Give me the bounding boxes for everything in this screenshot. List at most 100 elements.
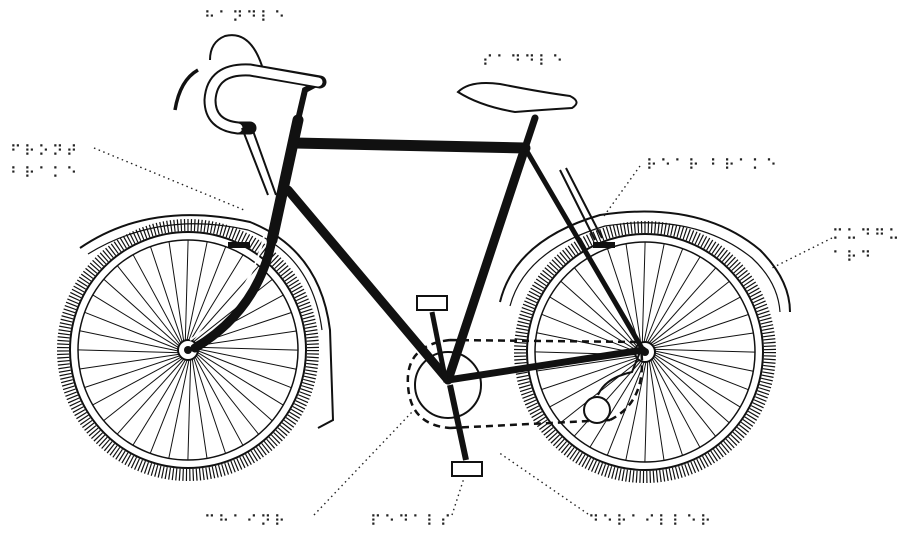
chainring <box>414 351 482 419</box>
front-wheel <box>57 219 319 481</box>
spoke <box>116 265 182 347</box>
leader-mudguard <box>771 237 833 269</box>
rear-mudguard <box>499 210 791 313</box>
handlebar-highlight <box>205 65 323 133</box>
spoke <box>149 246 184 345</box>
label-pedals: ⠏⠑⠙⠁⠇⠎ <box>370 512 454 530</box>
spoke <box>79 353 182 370</box>
crank-arm-down <box>447 384 469 461</box>
spoke <box>132 254 183 346</box>
crank-arm-up <box>429 311 449 383</box>
spoke <box>192 355 227 454</box>
rear-mudguard-inner <box>509 222 781 313</box>
spoke <box>643 243 665 345</box>
spoke <box>195 346 299 351</box>
spoke <box>194 330 297 347</box>
spoke <box>149 357 189 454</box>
spoke <box>649 357 684 456</box>
label-handlebar: ⠓⠁⠝⠙⠇⠑ <box>204 8 288 26</box>
seatpost <box>521 114 539 152</box>
spoke <box>84 311 181 351</box>
spoke <box>541 313 638 353</box>
spoke <box>589 359 645 448</box>
front-brake-caliper <box>228 242 250 248</box>
spoke <box>116 357 186 435</box>
label-front-brake-line1: ⠋⠗⠕⠝⠞ <box>10 142 80 160</box>
spoke <box>193 354 244 446</box>
rear-derailleur-arm <box>597 351 641 396</box>
label-derailleur: ⠙⠑⠗⠁⠊⠇⠇⠑⠗ <box>588 512 714 530</box>
spoke <box>652 354 730 424</box>
label-mudguard-line2: ⠁⠗⠙ <box>832 248 874 266</box>
label-rear-brake: ⠗⠑⠁⠗ ⠃⠗⠁⠅⠑ <box>646 156 780 174</box>
spoke <box>560 280 638 350</box>
front-wheel-spokes <box>77 239 299 461</box>
spoke <box>194 353 260 435</box>
spoke <box>77 349 181 354</box>
spoke <box>84 354 183 389</box>
spoke <box>647 267 717 345</box>
spoke <box>103 278 181 348</box>
label-mudguard-line1: ⠍⠥⠙⠛⠥ <box>832 226 902 244</box>
spoke <box>651 332 754 349</box>
spoke <box>648 358 665 461</box>
brake-cable <box>173 68 199 111</box>
spoke <box>644 248 684 345</box>
spoke <box>168 357 190 459</box>
rear-brake-caliper <box>593 242 615 248</box>
spoke <box>195 349 292 389</box>
leader-rear-brake <box>603 165 641 217</box>
spoke <box>541 356 640 391</box>
spoke <box>641 241 646 345</box>
spoke <box>188 254 244 343</box>
front-fork-outline <box>189 235 265 341</box>
spoke <box>191 356 208 459</box>
spoke <box>652 352 741 408</box>
spoke <box>606 359 646 456</box>
spoke <box>195 348 297 370</box>
spoke <box>625 359 647 461</box>
leader-pedals <box>451 477 465 516</box>
spoke <box>650 356 701 448</box>
leader-chainring <box>313 411 413 516</box>
label-front-brake-line2: ⠃⠗⠁⠅⠑ <box>10 164 80 182</box>
spoke <box>644 359 649 463</box>
front-fork <box>190 235 277 353</box>
spoke <box>625 243 642 346</box>
spoke <box>606 248 641 347</box>
spoke <box>651 355 717 437</box>
spoke <box>187 357 192 461</box>
spoke <box>103 356 185 422</box>
label-chainring: ⠉⠓⠁⠊⠝⠗ <box>204 512 288 530</box>
leader-derailleur <box>497 451 589 515</box>
rear-derailleur-pulley <box>583 396 611 424</box>
spoke <box>186 241 208 343</box>
saddle <box>456 82 578 114</box>
handlebar-drop <box>209 34 263 67</box>
leader-front-brake <box>93 147 245 211</box>
spoke <box>652 348 756 353</box>
spoke <box>573 267 639 349</box>
spoke <box>191 278 273 344</box>
spoke <box>650 313 749 348</box>
spoke <box>536 355 639 372</box>
spoke <box>549 357 641 408</box>
spoke <box>132 357 188 446</box>
spoke <box>648 280 730 346</box>
spoke <box>652 351 749 391</box>
spoke <box>79 330 181 352</box>
spoke <box>195 350 284 406</box>
spoke <box>187 246 227 343</box>
front-brake-lever <box>241 127 277 196</box>
spoke <box>92 355 184 406</box>
pedal-upper <box>416 295 448 311</box>
front-mudguard <box>79 214 335 429</box>
spoke <box>649 296 741 347</box>
label-saddle: ⠎⠁⠙⠙⠇⠑ <box>482 52 566 70</box>
spoke <box>645 256 701 345</box>
spoke <box>92 294 181 350</box>
front-mudguard-inner <box>87 223 323 331</box>
spoke <box>195 352 273 422</box>
rear-brake-bridge <box>559 167 603 241</box>
